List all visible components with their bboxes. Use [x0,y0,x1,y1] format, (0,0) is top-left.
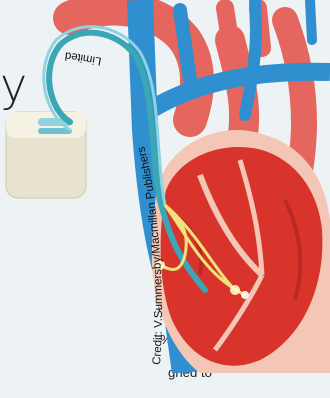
lead-electrode [230,285,240,295]
pacemaker-heart-illustration: Credit: V.Summersby/Macmillan Publishers… [0,0,330,373]
lead-electrode [241,291,249,299]
credit-text-end: Limited [64,49,102,66]
pacemaker-device [6,112,86,198]
credit-end: Limited [64,49,102,66]
